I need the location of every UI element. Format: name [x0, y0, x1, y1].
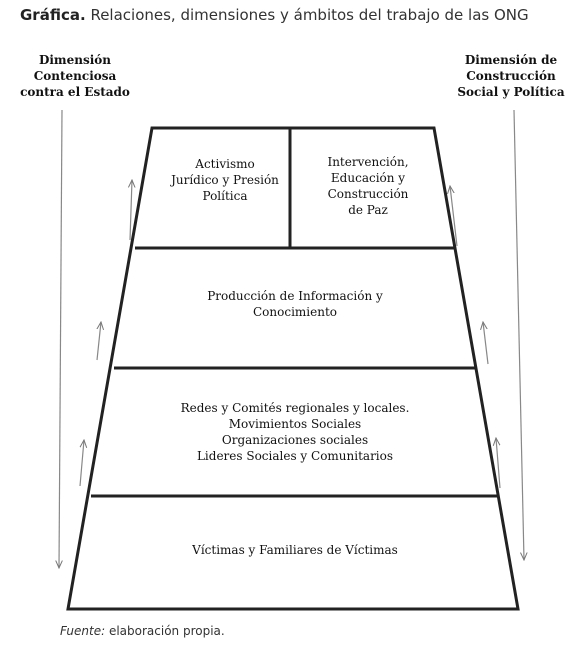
- right-up-arrow: [450, 186, 458, 247]
- dimension-right-label: Dimensión de Construcción Social y Polít…: [446, 52, 576, 100]
- cell-line: Jurídico y Presión: [171, 173, 279, 187]
- left-up-arrow: [96, 322, 101, 361]
- left-up-arrow: [130, 180, 132, 241]
- cell-line: de Paz: [348, 203, 388, 217]
- cell-line: Construcción: [327, 187, 409, 201]
- cell-line: Redes y Comités regionales y locales.: [180, 401, 410, 415]
- dimension-left-line: contra el Estado: [20, 85, 130, 99]
- dimension-left-label: Dimensión Contenciosa contra el Estado: [10, 52, 140, 100]
- level-networks-movements: Redes y Comités regionales y locales. Mo…: [118, 396, 472, 468]
- cell-line: Conocimiento: [252, 305, 337, 319]
- level-victims-base: Víctimas y Familiares de Víctimas: [100, 538, 490, 562]
- cell-line: Movimientos Sociales: [228, 417, 362, 431]
- level-information-production: Producción de Información y Conocimiento: [140, 282, 450, 326]
- level-top-left-activism: Activismo Jurídico y Presión Política: [165, 150, 285, 210]
- right-up-arrow: [483, 322, 489, 365]
- cell-line: Lideres Sociales y Comunitarios: [196, 449, 394, 463]
- figure-source-label: Fuente:: [60, 624, 106, 638]
- dimension-right-line: Social y Política: [457, 85, 565, 99]
- dimension-right-line: Construcción: [466, 69, 556, 83]
- cell-line: Política: [202, 189, 248, 203]
- figure-title-text: Relaciones, dimensiones y ámbitos del tr…: [90, 6, 529, 24]
- figure-source-text: elaboración propia.: [108, 624, 225, 638]
- cell-line: Activismo: [195, 157, 255, 171]
- left-long-arrow: [59, 109, 62, 568]
- cell-line: Intervención,: [327, 155, 409, 169]
- right-up-arrow: [496, 438, 501, 489]
- cell-line: Educación y: [330, 171, 406, 185]
- dimension-right-line: Dimensión de: [464, 53, 558, 67]
- level-top-right-intervention: Intervención, Educación y Construcción d…: [298, 150, 438, 222]
- left-up-arrow: [79, 440, 84, 487]
- dimension-left-line: Contenciosa: [33, 69, 117, 83]
- cell-line: Víctimas y Familiares de Víctimas: [192, 543, 398, 557]
- figure-source: Fuente: elaboración propia.: [60, 624, 225, 638]
- cell-line: Organizaciones sociales: [221, 433, 369, 447]
- pyramid-outline: [66, 126, 520, 611]
- figure-title-label: Gráfica.: [20, 6, 86, 24]
- dimension-left-line: Dimensión: [38, 53, 112, 67]
- cell-line: Producción de Información y: [207, 289, 383, 303]
- right-long-arrow: [513, 109, 524, 560]
- figure-title: Gráfica. Relaciones, dimensiones y ámbit…: [20, 6, 529, 24]
